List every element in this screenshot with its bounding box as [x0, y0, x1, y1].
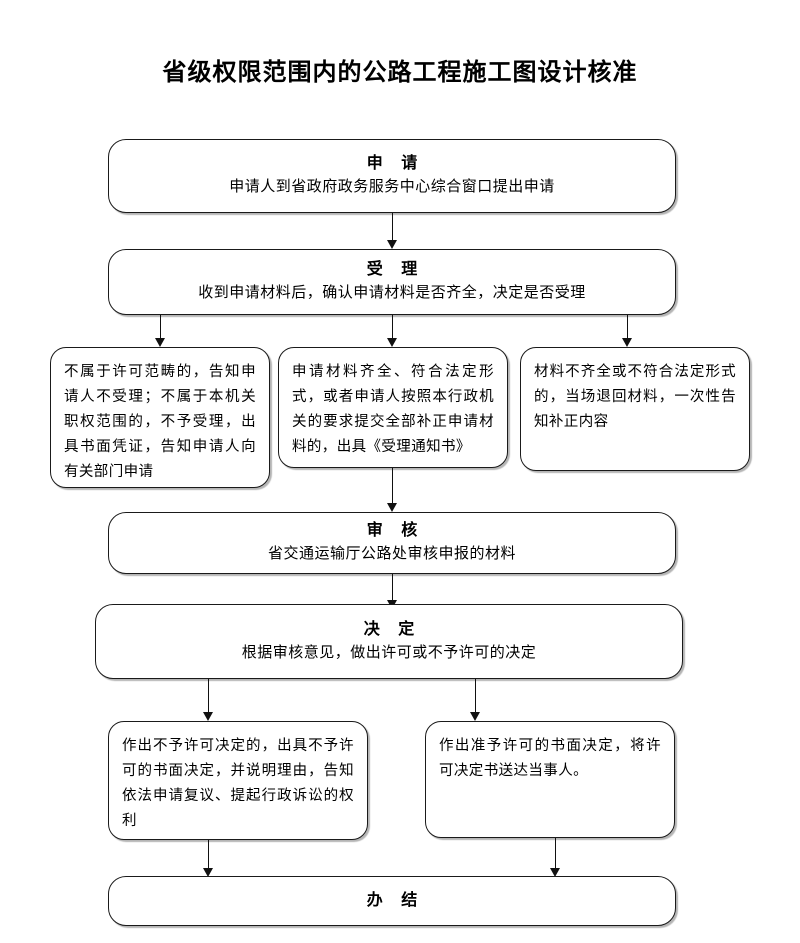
node-apply[interactable]: 申 请 申请人到省政府政务服务中心综合窗口提出申请	[108, 139, 676, 213]
arrowhead-result-right	[470, 712, 480, 721]
node-branch-left[interactable]: 不属于许可范畴的，告知申请人不受理；不属于本机关职权范围的，不予受理，出具书面凭…	[50, 347, 270, 488]
connector-decide-to-result-right	[475, 679, 476, 714]
node-decide-body: 根据审核意见，做出许可或不予许可的决定	[241, 644, 537, 661]
node-result-left-text: 作出不予许可决定的，出具不予许可的书面决定，并说明理由，告知依法申请复议、提起行…	[122, 738, 354, 829]
node-accept-heading: 受 理	[366, 261, 425, 279]
node-apply-heading: 申 请	[366, 155, 425, 173]
node-result-left[interactable]: 作出不予许可决定的，出具不予许可的书面决定，并说明理由，告知依法申请复议、提起行…	[108, 721, 368, 840]
node-branch-left-text: 不属于许可范畴的，告知申请人不受理；不属于本机关职权范围的，不予受理，出具书面凭…	[64, 364, 256, 480]
connector-result-right-to-finish	[555, 838, 556, 870]
node-accept[interactable]: 受 理 收到申请材料后，确认申请材料是否齐全，决定是否受理	[108, 249, 676, 315]
arrowhead-result-left	[203, 712, 213, 721]
node-decide[interactable]: 决 定 根据审核意见，做出许可或不予许可的决定	[95, 604, 683, 679]
connector-apply-to-accept	[392, 213, 393, 242]
node-review-body: 省交通运输厅公路处审核申报的材料	[267, 546, 516, 563]
node-branch-middle[interactable]: 申请材料齐全、符合法定形式，或者申请人按照本行政机关的要求提交全部补正申请材料的…	[278, 347, 508, 468]
node-branch-middle-text: 申请材料齐全、符合法定形式，或者申请人按照本行政机关的要求提交全部补正申请材料的…	[292, 364, 494, 455]
node-apply-body: 申请人到省政府政务服务中心综合窗口提出申请	[229, 179, 555, 196]
page-title: 省级权限范围内的公路工程施工图设计核准	[162, 59, 638, 86]
node-review-heading: 审 核	[366, 522, 425, 540]
arrowhead-branch-left	[155, 338, 165, 347]
arrowhead-finish-right	[550, 868, 560, 877]
node-decide-heading: 决 定	[363, 620, 422, 638]
arrowhead-branch-right	[622, 338, 632, 347]
node-result-right-text: 作出准予许可的书面决定，将许可决定书送达当事人。	[439, 738, 661, 779]
node-branch-right-text: 材料不齐全或不符合法定形式的，当场退回材料，一次性告知补正内容	[534, 364, 736, 430]
node-review[interactable]: 审 核 省交通运输厅公路处审核申报的材料	[108, 512, 676, 574]
arrowhead-review	[387, 503, 397, 512]
node-finish-heading: 办 结	[366, 892, 425, 909]
connector-decide-to-result-left	[208, 679, 209, 714]
node-accept-body: 收到申请材料后，确认申请材料是否齐全，决定是否受理	[198, 285, 586, 302]
arrowhead-apply-to-accept	[387, 240, 397, 249]
arrowhead-finish-left	[203, 868, 213, 877]
arrowhead-branch-middle	[387, 338, 397, 347]
connector-review-to-decide	[392, 574, 393, 602]
connector-accept-to-branch-left	[160, 315, 161, 340]
node-finish[interactable]: 办 结	[108, 876, 676, 926]
connector-accept-to-branch-middle	[392, 315, 393, 340]
connector-branch-middle-to-review	[392, 468, 393, 506]
connector-accept-to-branch-right	[627, 315, 628, 340]
node-result-right[interactable]: 作出准予许可的书面决定，将许可决定书送达当事人。	[425, 721, 675, 838]
connector-result-left-to-finish	[208, 840, 209, 870]
node-branch-right[interactable]: 材料不齐全或不符合法定形式的，当场退回材料，一次性告知补正内容	[520, 347, 750, 471]
